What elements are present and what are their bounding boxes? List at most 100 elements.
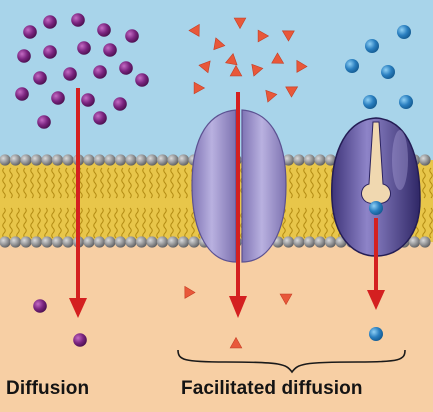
triangle-molecule	[285, 86, 299, 98]
lipid-tail	[30, 207, 34, 239]
lipid-tail	[121, 207, 125, 239]
channel-arrow	[229, 92, 247, 318]
lipid-tail	[163, 207, 167, 239]
blue-molecule	[365, 39, 379, 53]
triangle-molecule	[257, 29, 270, 43]
blue-molecule	[369, 201, 383, 215]
purple-molecule	[73, 333, 87, 347]
lipid-tail	[79, 207, 83, 239]
phospholipid-head	[314, 154, 326, 166]
lipid-tail	[142, 207, 146, 239]
lipid-tail	[72, 167, 76, 199]
lipid-tail	[30, 167, 34, 199]
lipid-tail	[317, 207, 321, 239]
lipid-tail	[289, 207, 293, 239]
lipid-tail	[23, 167, 27, 199]
lipid-tail	[149, 207, 153, 239]
triangle-molecule	[251, 63, 264, 77]
lipid-tail	[23, 207, 27, 239]
phospholipid-head	[30, 236, 43, 248]
phospholipid-head	[30, 154, 43, 166]
lipid-tail	[9, 207, 13, 239]
purple-molecule	[93, 111, 107, 125]
blue-molecule	[381, 65, 395, 79]
lipid-tail	[135, 167, 139, 199]
purple-molecule	[81, 93, 95, 107]
lipid-tail	[184, 207, 188, 239]
purple-molecule	[71, 13, 85, 27]
lipid-tail	[2, 167, 6, 199]
phospholipid-head	[324, 154, 337, 166]
carrier-arrow	[367, 218, 385, 310]
phospholipid-head	[324, 236, 337, 248]
lipid-tail	[9, 167, 13, 199]
lipid-tail	[128, 167, 132, 199]
lipid-tail	[191, 207, 195, 239]
blue-molecule	[345, 59, 359, 73]
lipid-tail	[114, 207, 118, 239]
purple-molecule	[103, 43, 117, 57]
carrier-protein	[331, 117, 421, 257]
triangle-molecule	[184, 285, 196, 299]
lipid-tail	[296, 207, 300, 239]
lipid-tail	[37, 207, 41, 239]
phospholipid-head	[9, 154, 22, 166]
phospholipid-head	[177, 154, 190, 166]
blue-molecule	[399, 95, 413, 109]
lipid-tail	[51, 167, 55, 199]
triangle-molecule	[229, 64, 243, 77]
purple-molecule	[97, 23, 111, 37]
lipid-tail	[170, 167, 174, 199]
triangle-molecule	[193, 81, 206, 95]
purple-molecule	[125, 29, 139, 43]
phospholipid-head	[135, 154, 148, 166]
phospholipid-head	[51, 236, 64, 248]
phospholipid-head	[156, 236, 169, 248]
lipid-tail	[86, 207, 90, 239]
lipid-tail	[142, 167, 146, 199]
lipid-tail	[100, 167, 104, 199]
phospholipid-head	[408, 236, 421, 248]
phospholipid-head	[93, 154, 106, 166]
triangle-molecule	[279, 293, 293, 306]
facilitated-diffusion-label: Facilitated diffusion	[181, 378, 363, 399]
lipid-tail	[303, 207, 307, 239]
lipid-tail	[16, 207, 20, 239]
triangle-molecule	[213, 37, 226, 51]
phospholipid-head	[188, 236, 200, 248]
phospholipid-head	[41, 154, 53, 166]
triangle-molecule	[229, 336, 243, 349]
lipid-tail	[422, 207, 426, 239]
diffusion-arrow	[69, 88, 87, 318]
lipid-tail	[107, 207, 111, 239]
lipid-tail	[310, 167, 314, 199]
lipid-tail	[128, 207, 132, 239]
lipid-tail	[93, 207, 97, 239]
purple-molecule	[77, 41, 91, 55]
phospholipid-head	[177, 236, 190, 248]
phospholipid-head	[9, 236, 22, 248]
triangle-molecule	[225, 52, 238, 66]
triangle-molecule	[265, 89, 278, 103]
phospholipid-head	[114, 154, 127, 166]
triangle-molecule	[233, 17, 247, 30]
phospholipid-head	[62, 154, 74, 166]
phospholipid-head	[167, 154, 179, 166]
purple-molecule	[37, 115, 51, 129]
purple-molecule	[17, 49, 31, 63]
lipid-tail	[317, 167, 321, 199]
phospholipid-head	[303, 236, 316, 248]
phospholipid-head	[125, 236, 137, 248]
purple-molecule	[23, 25, 37, 39]
blue-molecule	[363, 95, 377, 109]
phospholipid-head	[104, 154, 116, 166]
blue-molecule	[397, 25, 411, 39]
purple-molecule	[15, 87, 29, 101]
phospholipid-head	[146, 154, 158, 166]
purple-molecule	[43, 45, 57, 59]
lipid-tail	[44, 207, 48, 239]
purple-molecule	[93, 65, 107, 79]
red-triangle-molecules	[184, 17, 308, 349]
triangle-molecule	[188, 23, 200, 37]
lipid-tail	[324, 167, 328, 199]
